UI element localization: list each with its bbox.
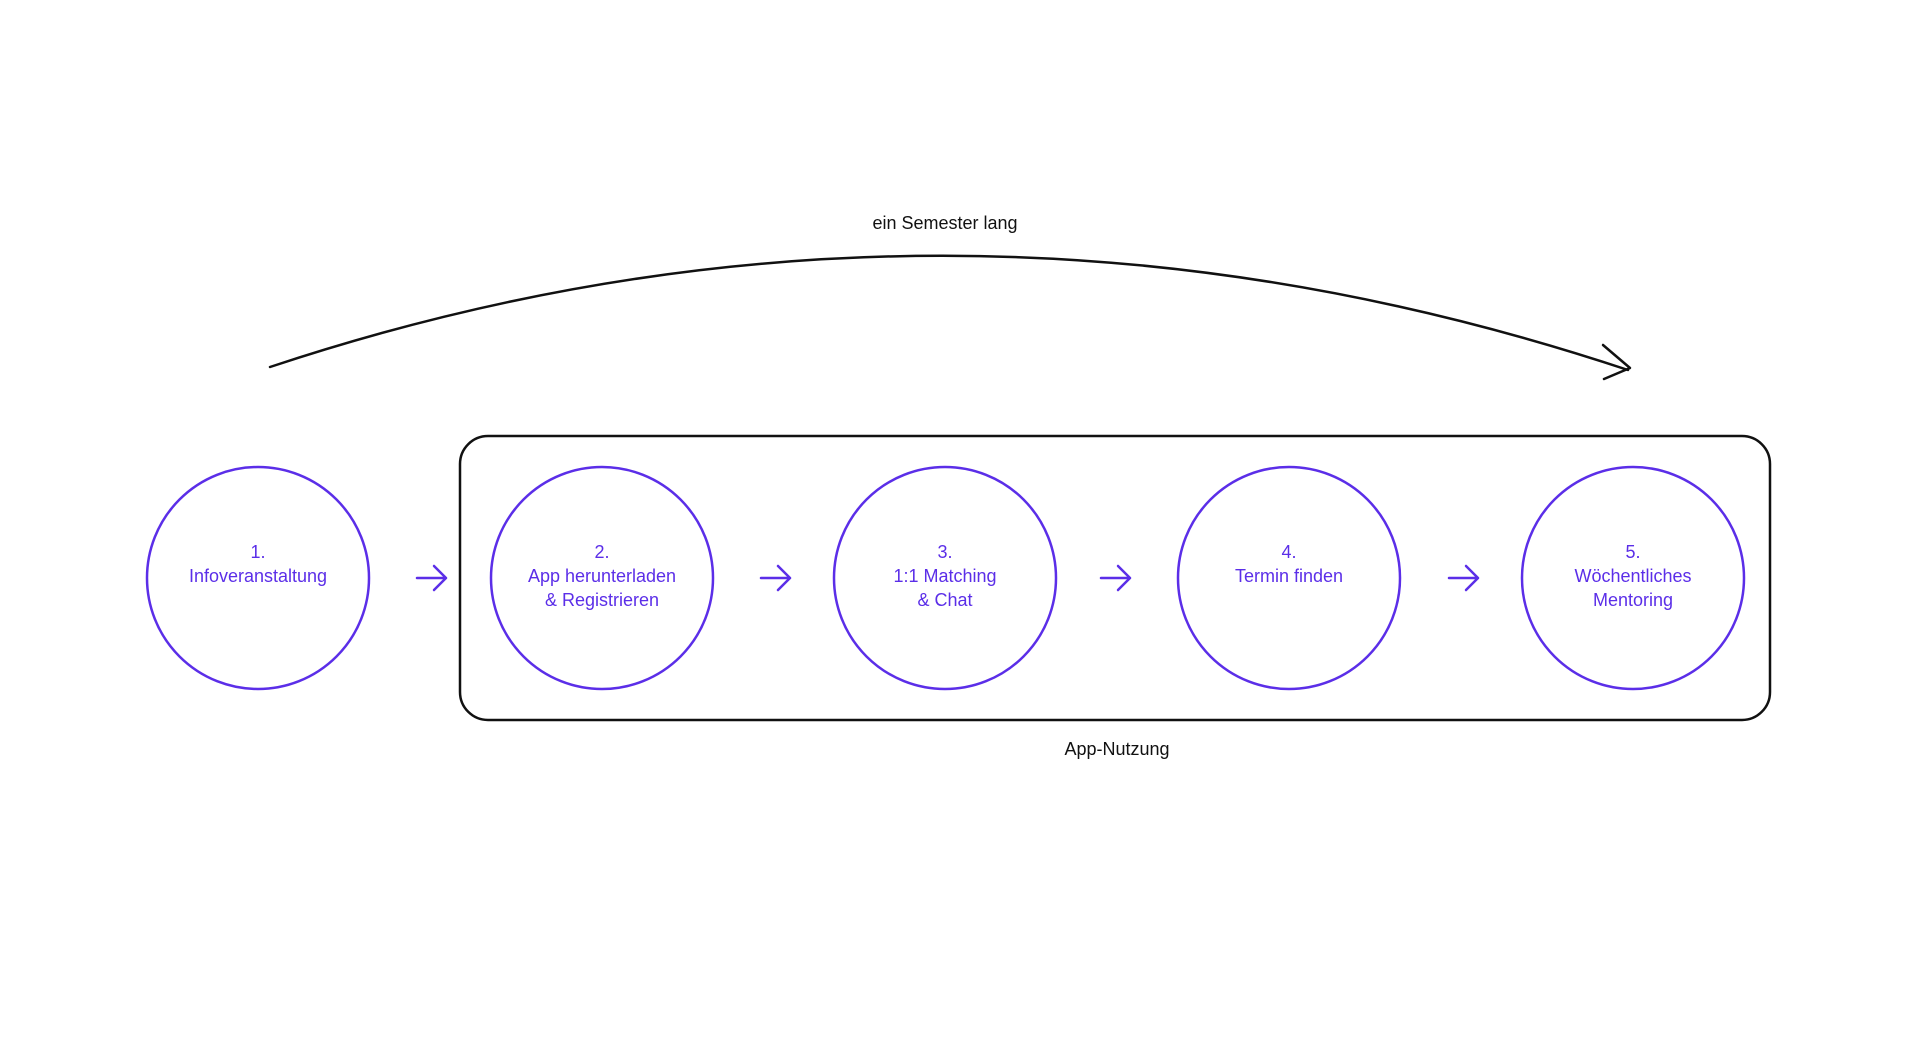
step-number: 3. — [937, 542, 952, 562]
step-circle — [145, 465, 371, 691]
duration-arc-line — [268, 254, 1630, 372]
step-2: 2. App herunterladen & Registrieren — [489, 465, 715, 691]
app-usage-box — [458, 434, 1772, 722]
step-circle — [1176, 465, 1402, 691]
step-label: & Chat — [917, 590, 972, 610]
duration-arc: ein Semester lang — [268, 213, 1632, 381]
duration-arrowhead-icon — [1601, 343, 1632, 381]
step-number: 5. — [1625, 542, 1640, 562]
flow-arrow-3-4 — [1099, 564, 1132, 592]
arrow-right-icon — [1447, 564, 1480, 592]
step-number: 2. — [594, 542, 609, 562]
step-label: Infoveranstaltung — [189, 566, 327, 586]
arrow-right-icon — [1099, 564, 1132, 592]
flow-arrow-4-5 — [1447, 564, 1480, 592]
step-circle — [832, 465, 1058, 691]
flow-arrow-2-3 — [759, 564, 792, 592]
step-label: 1:1 Matching — [893, 566, 996, 586]
arrow-right-icon — [415, 564, 448, 592]
step-3: 3. 1:1 Matching & Chat — [832, 465, 1058, 691]
step-label: App herunterladen — [528, 566, 676, 586]
arrow-right-icon — [759, 564, 792, 592]
step-label: Termin finden — [1235, 566, 1343, 586]
flow-arrow-1-2 — [415, 564, 448, 592]
step-number: 4. — [1281, 542, 1296, 562]
step-4: 4. Termin finden — [1176, 465, 1402, 691]
step-label: Mentoring — [1593, 590, 1673, 610]
step-circle — [489, 465, 715, 691]
app-usage-label: App-Nutzung — [1064, 739, 1169, 759]
step-label: & Registrieren — [545, 590, 659, 610]
step-number: 1. — [250, 542, 265, 562]
step-circle — [1520, 465, 1746, 691]
step-label: Wöchentliches — [1574, 566, 1691, 586]
step-5: 5. Wöchentliches Mentoring — [1520, 465, 1746, 691]
step-1: 1. Infoveranstaltung — [145, 465, 371, 691]
duration-label: ein Semester lang — [872, 213, 1017, 233]
app-usage-group: App-Nutzung — [458, 434, 1772, 759]
